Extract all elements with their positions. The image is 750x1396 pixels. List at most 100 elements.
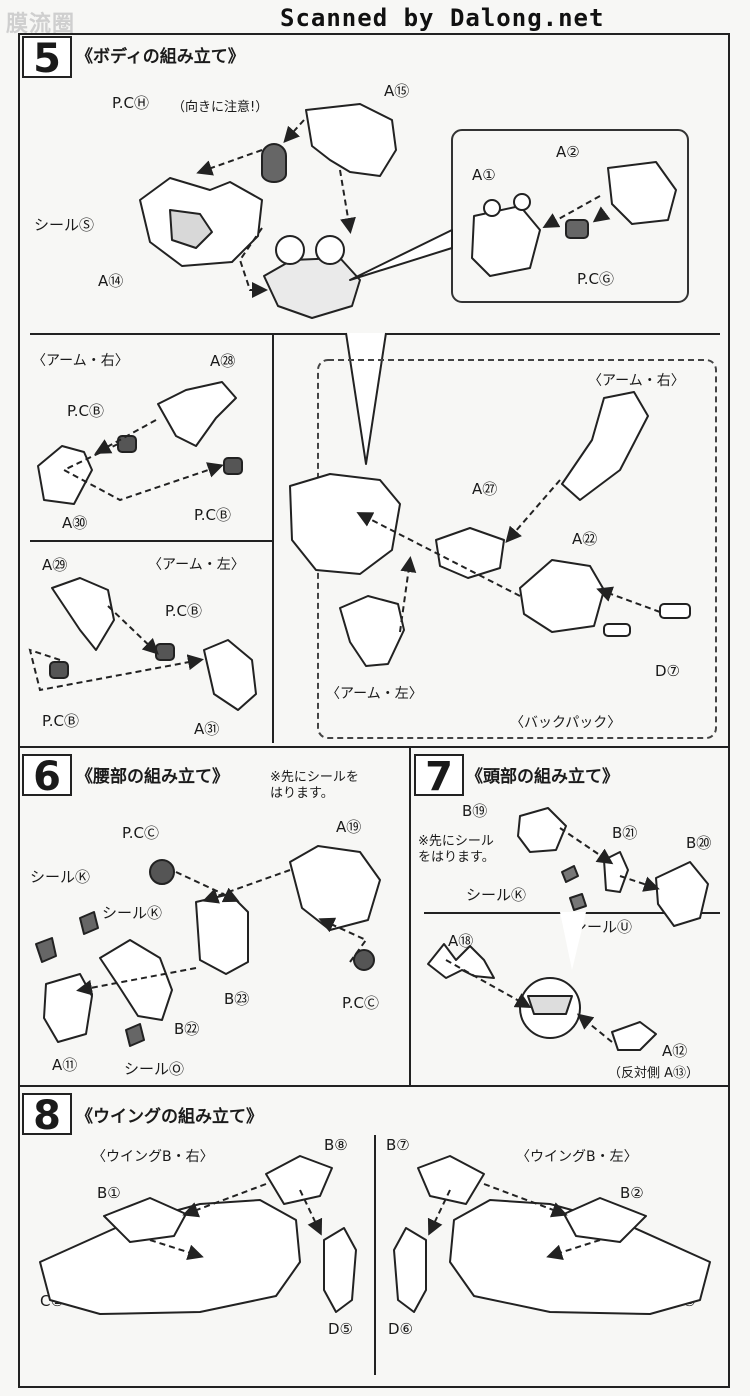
arm-part-a31	[203, 639, 257, 711]
part-label-a22: A㉒	[572, 530, 598, 548]
part-label-pcc: P.CⒸ	[342, 994, 379, 1012]
backpack-heading: 〈バックパック〉	[510, 715, 622, 731]
seal-label-ka: シールⓀ	[102, 904, 163, 922]
seal-label-ku: シールⓀ	[30, 868, 91, 886]
part-label-a12: A⑫	[662, 1042, 688, 1060]
part-label-a15: A⑮	[384, 82, 410, 100]
scan-credit: Scanned by Dalong.net	[280, 4, 605, 32]
peg-pch	[261, 143, 287, 183]
part-label-a27: A㉗	[472, 480, 498, 498]
part-label-pcc: P.CⒸ	[122, 824, 159, 842]
peg-pcb	[223, 457, 243, 475]
step-title: 《ボディの組み立て》	[76, 47, 245, 67]
wing-b1	[103, 1197, 187, 1243]
head-b21	[603, 851, 629, 893]
part-label-pcb: P.CⒷ	[194, 506, 231, 524]
waist-b23	[195, 893, 249, 975]
head-b19	[517, 807, 567, 853]
part-label-a30: A㉚	[62, 514, 88, 532]
part-label-b23: B㉓	[224, 990, 250, 1008]
detail-inset	[451, 129, 689, 303]
seal-note: ※先にシールを はります。	[270, 770, 359, 801]
face-a12	[611, 1021, 657, 1051]
backpack-arm-right-heading: 〈アーム・右〉	[588, 373, 685, 389]
peg-pcb	[155, 643, 175, 661]
seal-label-o: シールⓄ	[124, 1060, 185, 1078]
waist-a19	[289, 845, 381, 931]
wing-b7	[417, 1155, 485, 1205]
arm-part-a28	[157, 381, 237, 447]
backpack-panel-outline	[317, 359, 717, 739]
part-label-a11: A⑪	[52, 1056, 78, 1074]
step-title: 《腰部の組み立て》	[76, 767, 229, 787]
divider-step6-7	[409, 746, 411, 1086]
part-label-pcb: P.CⒷ	[42, 712, 79, 730]
wing-d6	[393, 1227, 427, 1313]
part-label-a31: A㉛	[194, 720, 220, 738]
part-label-a19: A⑲	[336, 818, 362, 836]
part-label-b19: B⑲	[462, 802, 488, 820]
wing-d5	[323, 1227, 357, 1313]
arm-part-a30	[37, 445, 93, 505]
backpack-arm-left	[339, 595, 405, 667]
seal-label-sa: シールⓈ	[34, 216, 95, 234]
step-number: 7	[414, 754, 464, 798]
part-label-b8: B⑧	[324, 1136, 348, 1154]
part-label-a14: A⑭	[98, 272, 124, 290]
head-b20	[655, 861, 709, 927]
step-number: 8	[22, 1093, 72, 1137]
part-label-d7: D⑦	[655, 662, 680, 680]
part-label-b22: B㉒	[174, 1020, 200, 1038]
part-label-pch: P.CⒽ	[112, 94, 149, 112]
watermark: 膜流圈	[6, 12, 76, 37]
part-d7	[659, 603, 691, 619]
part-label-b20: B⑳	[686, 834, 712, 852]
seal-label-ki: シールⓀ	[466, 886, 527, 904]
seal-label-u: シールⓊ	[572, 918, 633, 936]
arm-right-heading: 〈アーム・右〉	[32, 353, 129, 369]
divider-step8-center	[374, 1135, 376, 1375]
page-frame	[18, 33, 730, 1388]
backpack-a22	[519, 559, 605, 633]
skirt-a11	[43, 973, 93, 1043]
arm-left-heading: 〈アーム・左〉	[148, 557, 245, 573]
wing-left-heading: 〈ウイングB・左〉	[516, 1149, 638, 1165]
wing-b8	[265, 1155, 333, 1205]
part-d7	[603, 623, 631, 637]
peg-pcb	[117, 435, 137, 453]
backpack-a27	[435, 527, 505, 579]
part-label-a13: （反対側 A⑬）	[608, 1066, 700, 1081]
part-label-pcb: P.CⒷ	[67, 402, 104, 420]
waist-block	[263, 257, 361, 319]
arm-part-a29	[51, 577, 115, 651]
divider-arm-panels	[272, 333, 274, 743]
part-label-b1: B①	[97, 1184, 121, 1202]
part-label-pcg: P.CⒼ	[577, 270, 614, 288]
part-label-pcb: P.CⒷ	[165, 602, 202, 620]
wing-b2	[563, 1197, 647, 1243]
step-number: 5	[22, 36, 72, 80]
divider-arm-left-right	[30, 540, 273, 542]
part-label-d6: D⑥	[388, 1320, 413, 1338]
divider-step5-6	[18, 746, 730, 748]
part-a1	[471, 205, 541, 277]
frame-a15	[305, 103, 397, 177]
peg-pcg	[565, 219, 589, 239]
wing-right-heading: 〈ウイングB・右〉	[92, 1149, 214, 1165]
backpack-arm-left-heading: 〈アーム・左〉	[326, 686, 423, 702]
part-label-a1: A①	[472, 166, 496, 184]
step-title: 《ウイングの組み立て》	[76, 1107, 263, 1127]
part-a2	[607, 161, 677, 225]
part-label-a18: A⑱	[448, 932, 474, 950]
part-label-d5: D⑤	[328, 1320, 353, 1338]
peg-pcb	[49, 661, 69, 679]
step-number: 6	[22, 754, 72, 798]
part-label-b7: B⑦	[386, 1136, 410, 1154]
seal-note: ※先にシール をはります。	[418, 834, 495, 865]
step-title: 《頭部の組み立て》	[466, 767, 619, 787]
part-label-a29: A㉙	[42, 556, 68, 574]
part-label-b21: B㉑	[612, 824, 638, 842]
part-label-b2: B②	[620, 1184, 644, 1202]
